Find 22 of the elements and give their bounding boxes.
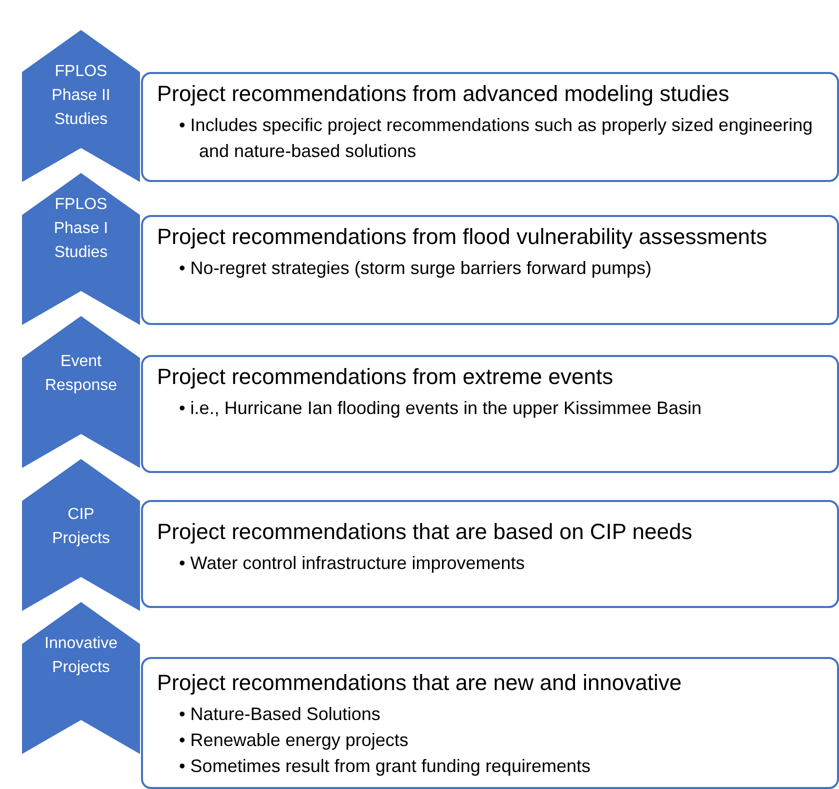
bullet-item: • Water control infrastructure improvements	[179, 552, 526, 575]
stage-label: FPLOS Phase II Studies	[50, 62, 112, 130]
bullet-item: • Includes specific project recommendations such as properly sized engineering and nature-based solutions	[179, 114, 814, 163]
card-heading: Project recommendations from advanced modeling studies	[157, 80, 730, 108]
bullet-item: • Renewable energy projects	[179, 729, 410, 752]
stage-label: FPLOS Phase I Studies	[52, 195, 110, 263]
card-heading: Project recommendations from extreme events	[157, 363, 614, 391]
card-heading: Project recommendations that are based on CIP needs	[157, 518, 694, 546]
stage-label: Event Response	[44, 352, 118, 396]
bullet-item: • Nature-Based Solutions	[179, 703, 382, 726]
card-heading: Project recommendations that are new and innovative	[157, 669, 683, 697]
content-card	[141, 500, 839, 608]
bullet-item: • Sometimes result from grant funding requirements	[179, 755, 592, 778]
content-card	[141, 215, 839, 325]
card-heading: Project recommendations from flood vulnerability assessments	[157, 223, 768, 251]
content-card	[141, 355, 839, 473]
bullet-item: • No-regret strategies (storm surge barriers forward pumps)	[179, 257, 652, 280]
content-card	[141, 72, 839, 182]
content-card	[141, 657, 839, 789]
bullet-item: • i.e., Hurricane Ian flooding events in the upper Kissimmee Basin	[179, 397, 703, 420]
stage-label: Innovative Projects	[44, 634, 118, 678]
stage-label: CIP Projects	[51, 505, 111, 549]
